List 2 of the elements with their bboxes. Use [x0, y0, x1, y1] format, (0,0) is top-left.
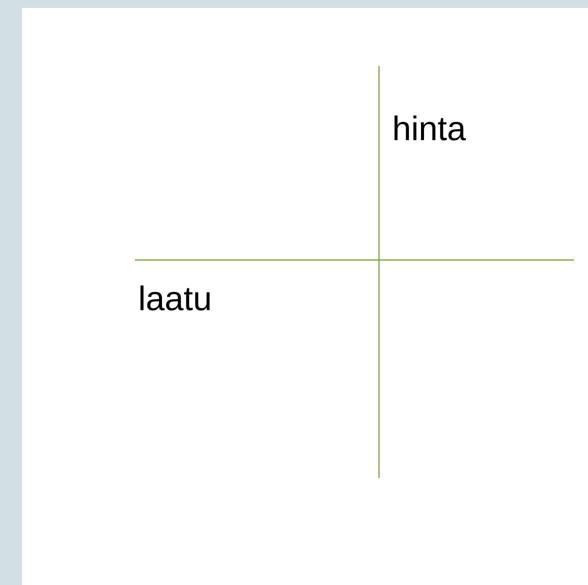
axis-label: laatu: [140, 286, 210, 310]
axis-label: hinta: [394, 116, 466, 140]
